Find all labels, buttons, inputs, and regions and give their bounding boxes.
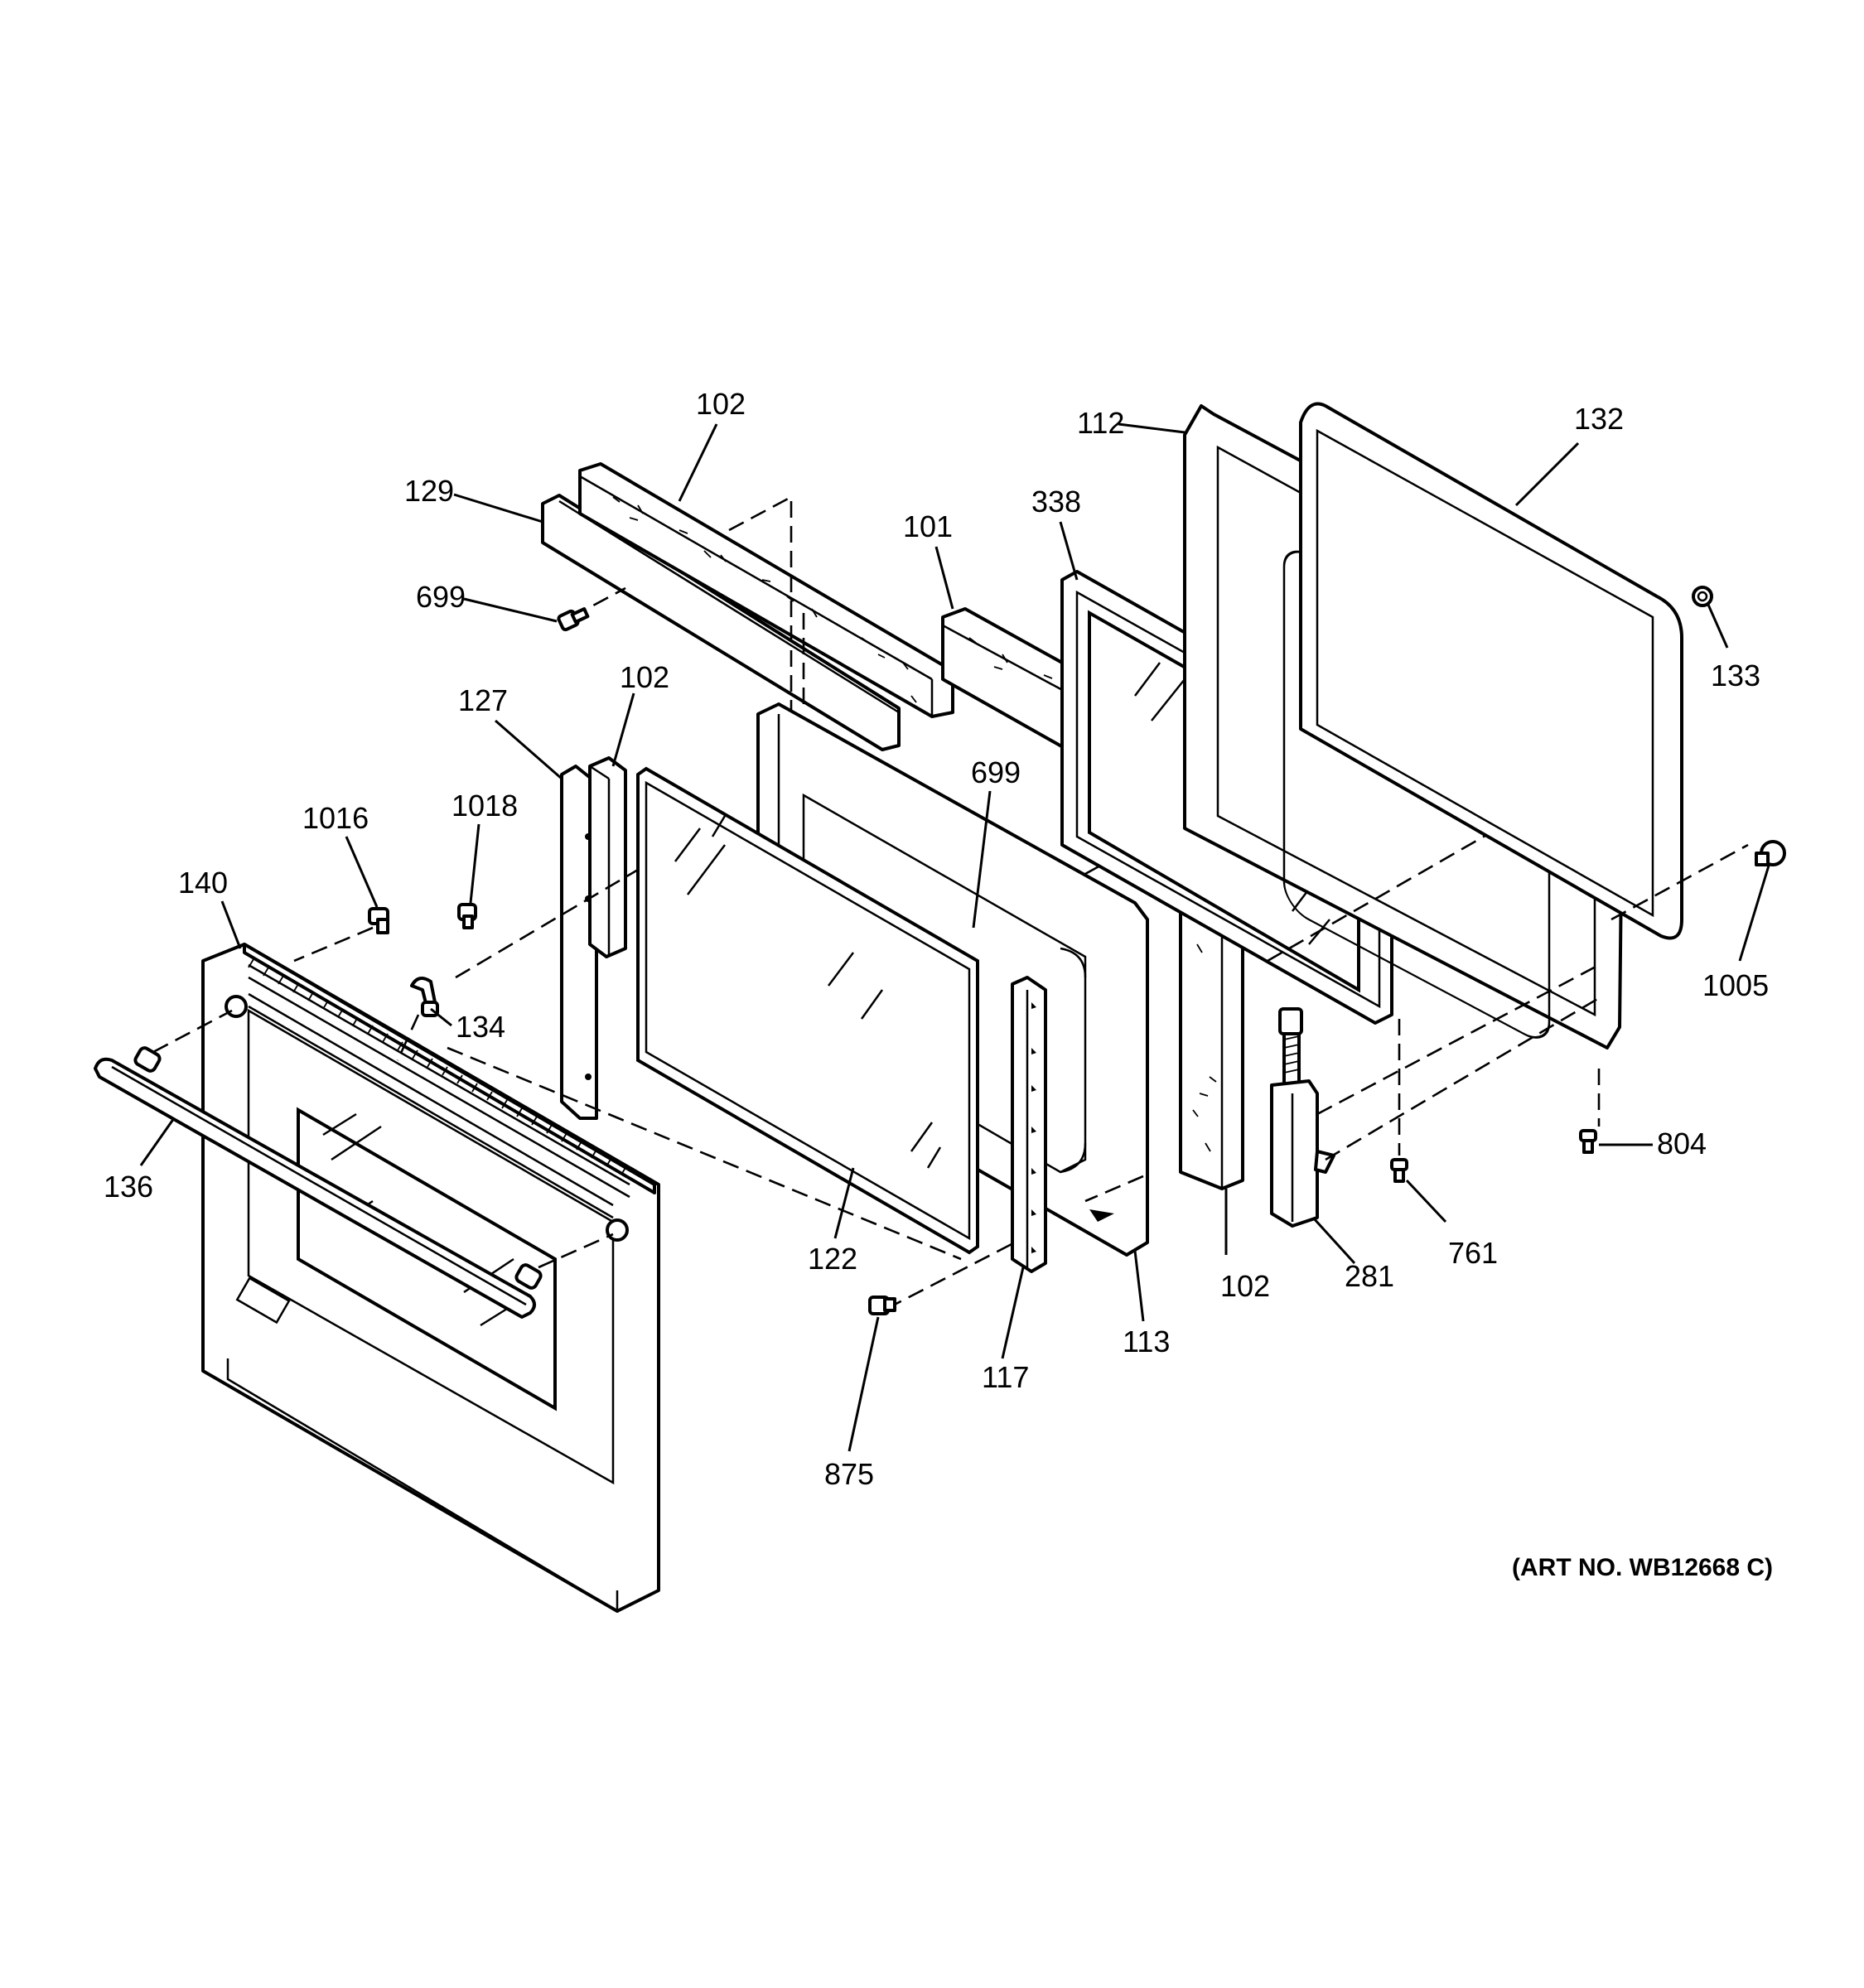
part-102-insulation-top: [578, 462, 954, 718]
callout-102-mid: 102: [620, 660, 669, 694]
vent-slots: [248, 958, 630, 1219]
part-804-screw: [1579, 1129, 1597, 1154]
part-1016-screw: [293, 907, 389, 963]
callout-122: 122: [808, 1242, 857, 1276]
callout-102-bottom: 102: [1220, 1269, 1270, 1303]
part-132-outer-gasket: [1299, 402, 1749, 940]
callout-101: 101: [903, 509, 953, 543]
callout-labels: 102 129 699 127 102 1016 1018 140 134 13…: [104, 387, 1769, 1491]
part-117-hinge-strip: [886, 976, 1047, 1310]
callout-112: 112: [1077, 406, 1124, 440]
callout-133: 133: [1711, 659, 1760, 692]
callout-1018: 1018: [452, 789, 518, 823]
art-number: (ART NO. WB12668 C): [1512, 1554, 1773, 1581]
callout-132: 132: [1574, 402, 1624, 436]
callout-129: 129: [404, 474, 454, 508]
part-129-top-trim: [541, 494, 901, 751]
callout-875: 875: [824, 1457, 874, 1491]
part-1005-screw: [1755, 840, 1786, 866]
callout-136: 136: [104, 1170, 153, 1204]
part-875-screw: [868, 1296, 896, 1315]
part-136-handle: [94, 1009, 614, 1319]
part-134-clip: [396, 977, 439, 1061]
callout-102-top: 102: [696, 387, 746, 421]
callout-804: 804: [1657, 1127, 1707, 1160]
part-761-screw: [1390, 1019, 1408, 1183]
callout-281: 281: [1345, 1259, 1394, 1293]
callout-699-mid: 699: [971, 755, 1021, 789]
callout-117: 117: [982, 1360, 1029, 1394]
part-102-insulation-mid: [588, 756, 627, 958]
callout-338: 338: [1031, 485, 1081, 519]
leader-lines: [139, 422, 1770, 1452]
callout-140: 140: [178, 866, 228, 900]
callout-1016: 1016: [302, 801, 369, 835]
callout-113: 113: [1123, 1325, 1170, 1358]
part-133-screw: [1692, 586, 1713, 607]
callout-699-left: 699: [416, 580, 466, 614]
callout-134: 134: [456, 1010, 505, 1044]
callout-127: 127: [458, 683, 508, 717]
callout-1005: 1005: [1702, 968, 1769, 1002]
callout-761: 761: [1448, 1236, 1498, 1270]
part-281-hinge: [1270, 963, 1600, 1228]
part-122-glass: [447, 766, 979, 1261]
part-1018-screw: [457, 903, 477, 929]
part-699-screw-left: [557, 607, 590, 632]
